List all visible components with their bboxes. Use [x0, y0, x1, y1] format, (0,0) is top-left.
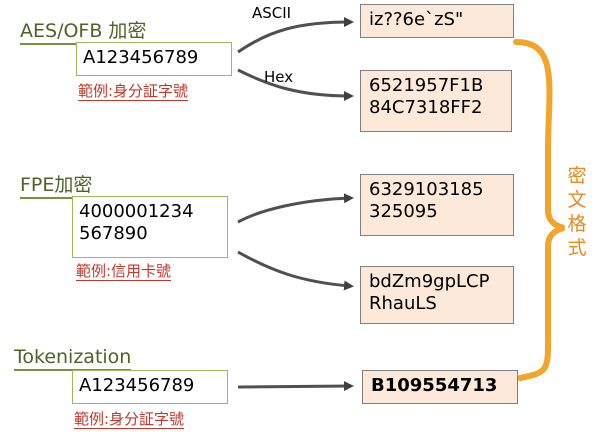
- ascii-label: ASCII: [252, 4, 292, 22]
- ciphertext-bracket: [513, 39, 565, 381]
- aes-example-label: 範例:身分証字號: [78, 82, 189, 101]
- tokenization-arrow: [237, 381, 354, 392]
- fpe-section-title: FPE加密: [20, 174, 93, 199]
- hex-label: Hex: [264, 68, 294, 86]
- fpe-input-box: 4000001234 567890: [72, 196, 228, 258]
- ciphertext-format-label: 密 文 格 式: [566, 164, 588, 260]
- aes-hex-arrow: [237, 68, 354, 101]
- tokenization-output-box: B109554713: [362, 370, 518, 404]
- side-label-char: 格: [567, 213, 587, 235]
- fpe-alpha-arrow: [237, 250, 354, 291]
- fpe-example-label: 範例:信用卡號: [76, 262, 172, 281]
- side-label-char: 文: [567, 189, 587, 211]
- tokenization-section-title: Tokenization: [14, 346, 132, 371]
- tokenization-input-box: A123456789: [72, 370, 228, 404]
- fpe-alpha-output-box: bdZm9gpLCP RhauLS: [360, 266, 514, 324]
- fpe-numeric-arrow: [237, 193, 354, 224]
- aes-ascii-arrow: [237, 17, 354, 54]
- side-label-char: 式: [567, 237, 587, 259]
- tokenization-example-label: 範例:身分証字號: [74, 410, 185, 429]
- aes-hex-output-box: 6521957F1B 84C7318FF2: [360, 70, 512, 132]
- fpe-numeric-output-box: 6329103185 325095: [360, 174, 514, 236]
- aes-ascii-output-box: iz??6e`zS": [360, 4, 514, 38]
- aes-input-box: A123456789: [76, 42, 232, 76]
- side-label-char: 密: [567, 165, 587, 187]
